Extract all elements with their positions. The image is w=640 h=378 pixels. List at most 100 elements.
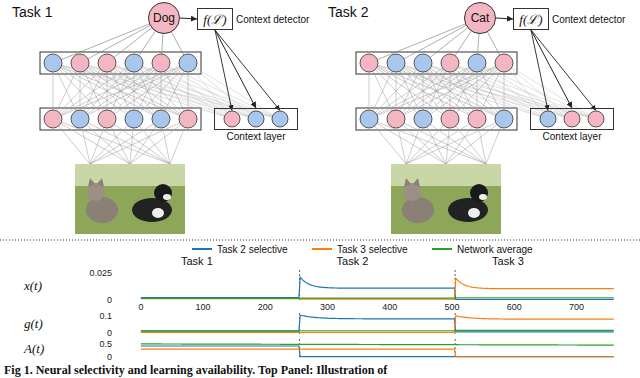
hidden-unit <box>441 110 459 128</box>
tick-label: 500 <box>444 302 459 312</box>
hidden-unit <box>125 110 143 128</box>
node-label: f(ℒ) <box>519 10 542 28</box>
photo-ground <box>391 164 501 234</box>
tick-label: 0 <box>107 295 112 305</box>
network-edge <box>134 63 280 119</box>
class-node: Dog <box>148 2 180 34</box>
network-edge <box>134 63 256 119</box>
network-edge <box>450 63 596 119</box>
dog-head <box>470 184 488 202</box>
network-edge <box>188 63 256 119</box>
legend-label: Network average <box>457 244 533 255</box>
context-detector-box: f(ℒ)Context detector <box>197 8 233 30</box>
dog-head <box>154 184 172 202</box>
data-series <box>141 349 614 357</box>
node-label: Context layer <box>227 131 286 142</box>
legend-label: Task 2 selective <box>217 244 288 255</box>
legend-swatch <box>192 248 212 250</box>
dog-body <box>448 198 488 222</box>
context-layer-box: Context layer <box>214 108 298 130</box>
network-edge <box>53 63 280 119</box>
network-edge <box>369 63 596 119</box>
node-label: Context layer <box>543 131 602 142</box>
context-arrow <box>215 30 232 111</box>
tick-label: 0.025 <box>89 268 112 278</box>
network-edge <box>188 63 232 119</box>
network-edge <box>477 63 572 119</box>
connector-arrow <box>496 18 513 19</box>
network-edge <box>369 119 446 164</box>
context-arrow <box>215 30 280 111</box>
axis-label: g(t) <box>24 316 43 332</box>
data-series <box>141 346 614 357</box>
hidden-unit <box>98 54 116 72</box>
network-edge <box>161 63 256 119</box>
photo-background <box>75 164 185 186</box>
input-photo <box>391 164 501 234</box>
input-photo <box>75 164 185 234</box>
network-illustration <box>356 18 604 234</box>
context-arrow <box>531 30 548 111</box>
class-node: Cat <box>464 2 496 34</box>
context-unit <box>564 111 580 127</box>
task-title: Task 1 <box>12 4 52 20</box>
legend-label: Task 3 selective <box>337 244 408 255</box>
data-series <box>141 278 614 299</box>
node-label: Cat <box>471 11 490 25</box>
figure-caption: Fig 1. Neural selectivity and learning a… <box>4 364 387 377</box>
network-edge <box>53 63 134 119</box>
network-edge <box>423 63 504 119</box>
tick-label: 0 <box>107 328 112 338</box>
network-edge <box>161 63 280 119</box>
cat-body <box>86 197 118 223</box>
hidden-unit <box>495 54 513 72</box>
data-series <box>141 277 614 299</box>
cat-body <box>402 197 434 223</box>
data-series <box>141 330 614 332</box>
hidden-unit <box>468 54 486 72</box>
hidden-unit <box>414 54 432 72</box>
legend-item: Task 2 selective <box>192 242 288 256</box>
network-edge <box>450 63 572 119</box>
tick-label: 600 <box>507 302 522 312</box>
network-illustration <box>40 18 288 234</box>
node-circle <box>465 3 496 34</box>
network-edge <box>504 63 596 119</box>
network-edge <box>477 63 596 119</box>
photo-background <box>391 164 501 186</box>
hidden-unit <box>360 54 378 72</box>
dog-snout <box>163 194 171 200</box>
hidden-unit <box>125 54 143 72</box>
hidden-unit <box>152 110 170 128</box>
connector-arrow <box>215 30 256 108</box>
line-chart <box>141 270 614 358</box>
cat-ears <box>404 178 420 187</box>
tick-label: 300 <box>320 302 335 312</box>
task-title: Task 2 <box>328 4 368 20</box>
network-edge <box>107 63 188 119</box>
hidden-unit <box>414 110 432 128</box>
tick-label: 0.1 <box>99 311 112 321</box>
dog-chest <box>468 208 480 218</box>
tick-label: 0.5 <box>99 339 112 349</box>
tick-label: 400 <box>382 302 397 312</box>
network-edge <box>53 63 134 119</box>
network-edge <box>107 63 188 119</box>
node-circle <box>149 3 180 34</box>
network-edge <box>53 63 188 119</box>
node-caption: Context detector <box>552 14 625 25</box>
axis-label: x(t) <box>24 278 42 294</box>
data-series <box>141 316 614 332</box>
data-series <box>141 315 614 332</box>
context-arrow <box>531 30 596 111</box>
axis-label: A(t) <box>24 341 44 357</box>
network-edge <box>369 63 450 119</box>
legend-item: Network average <box>432 242 533 256</box>
tick-label: 0 <box>138 302 143 312</box>
dog-body <box>132 198 172 222</box>
hidden-unit <box>44 110 62 128</box>
hidden-unit <box>98 110 116 128</box>
dog-chest <box>152 208 164 218</box>
